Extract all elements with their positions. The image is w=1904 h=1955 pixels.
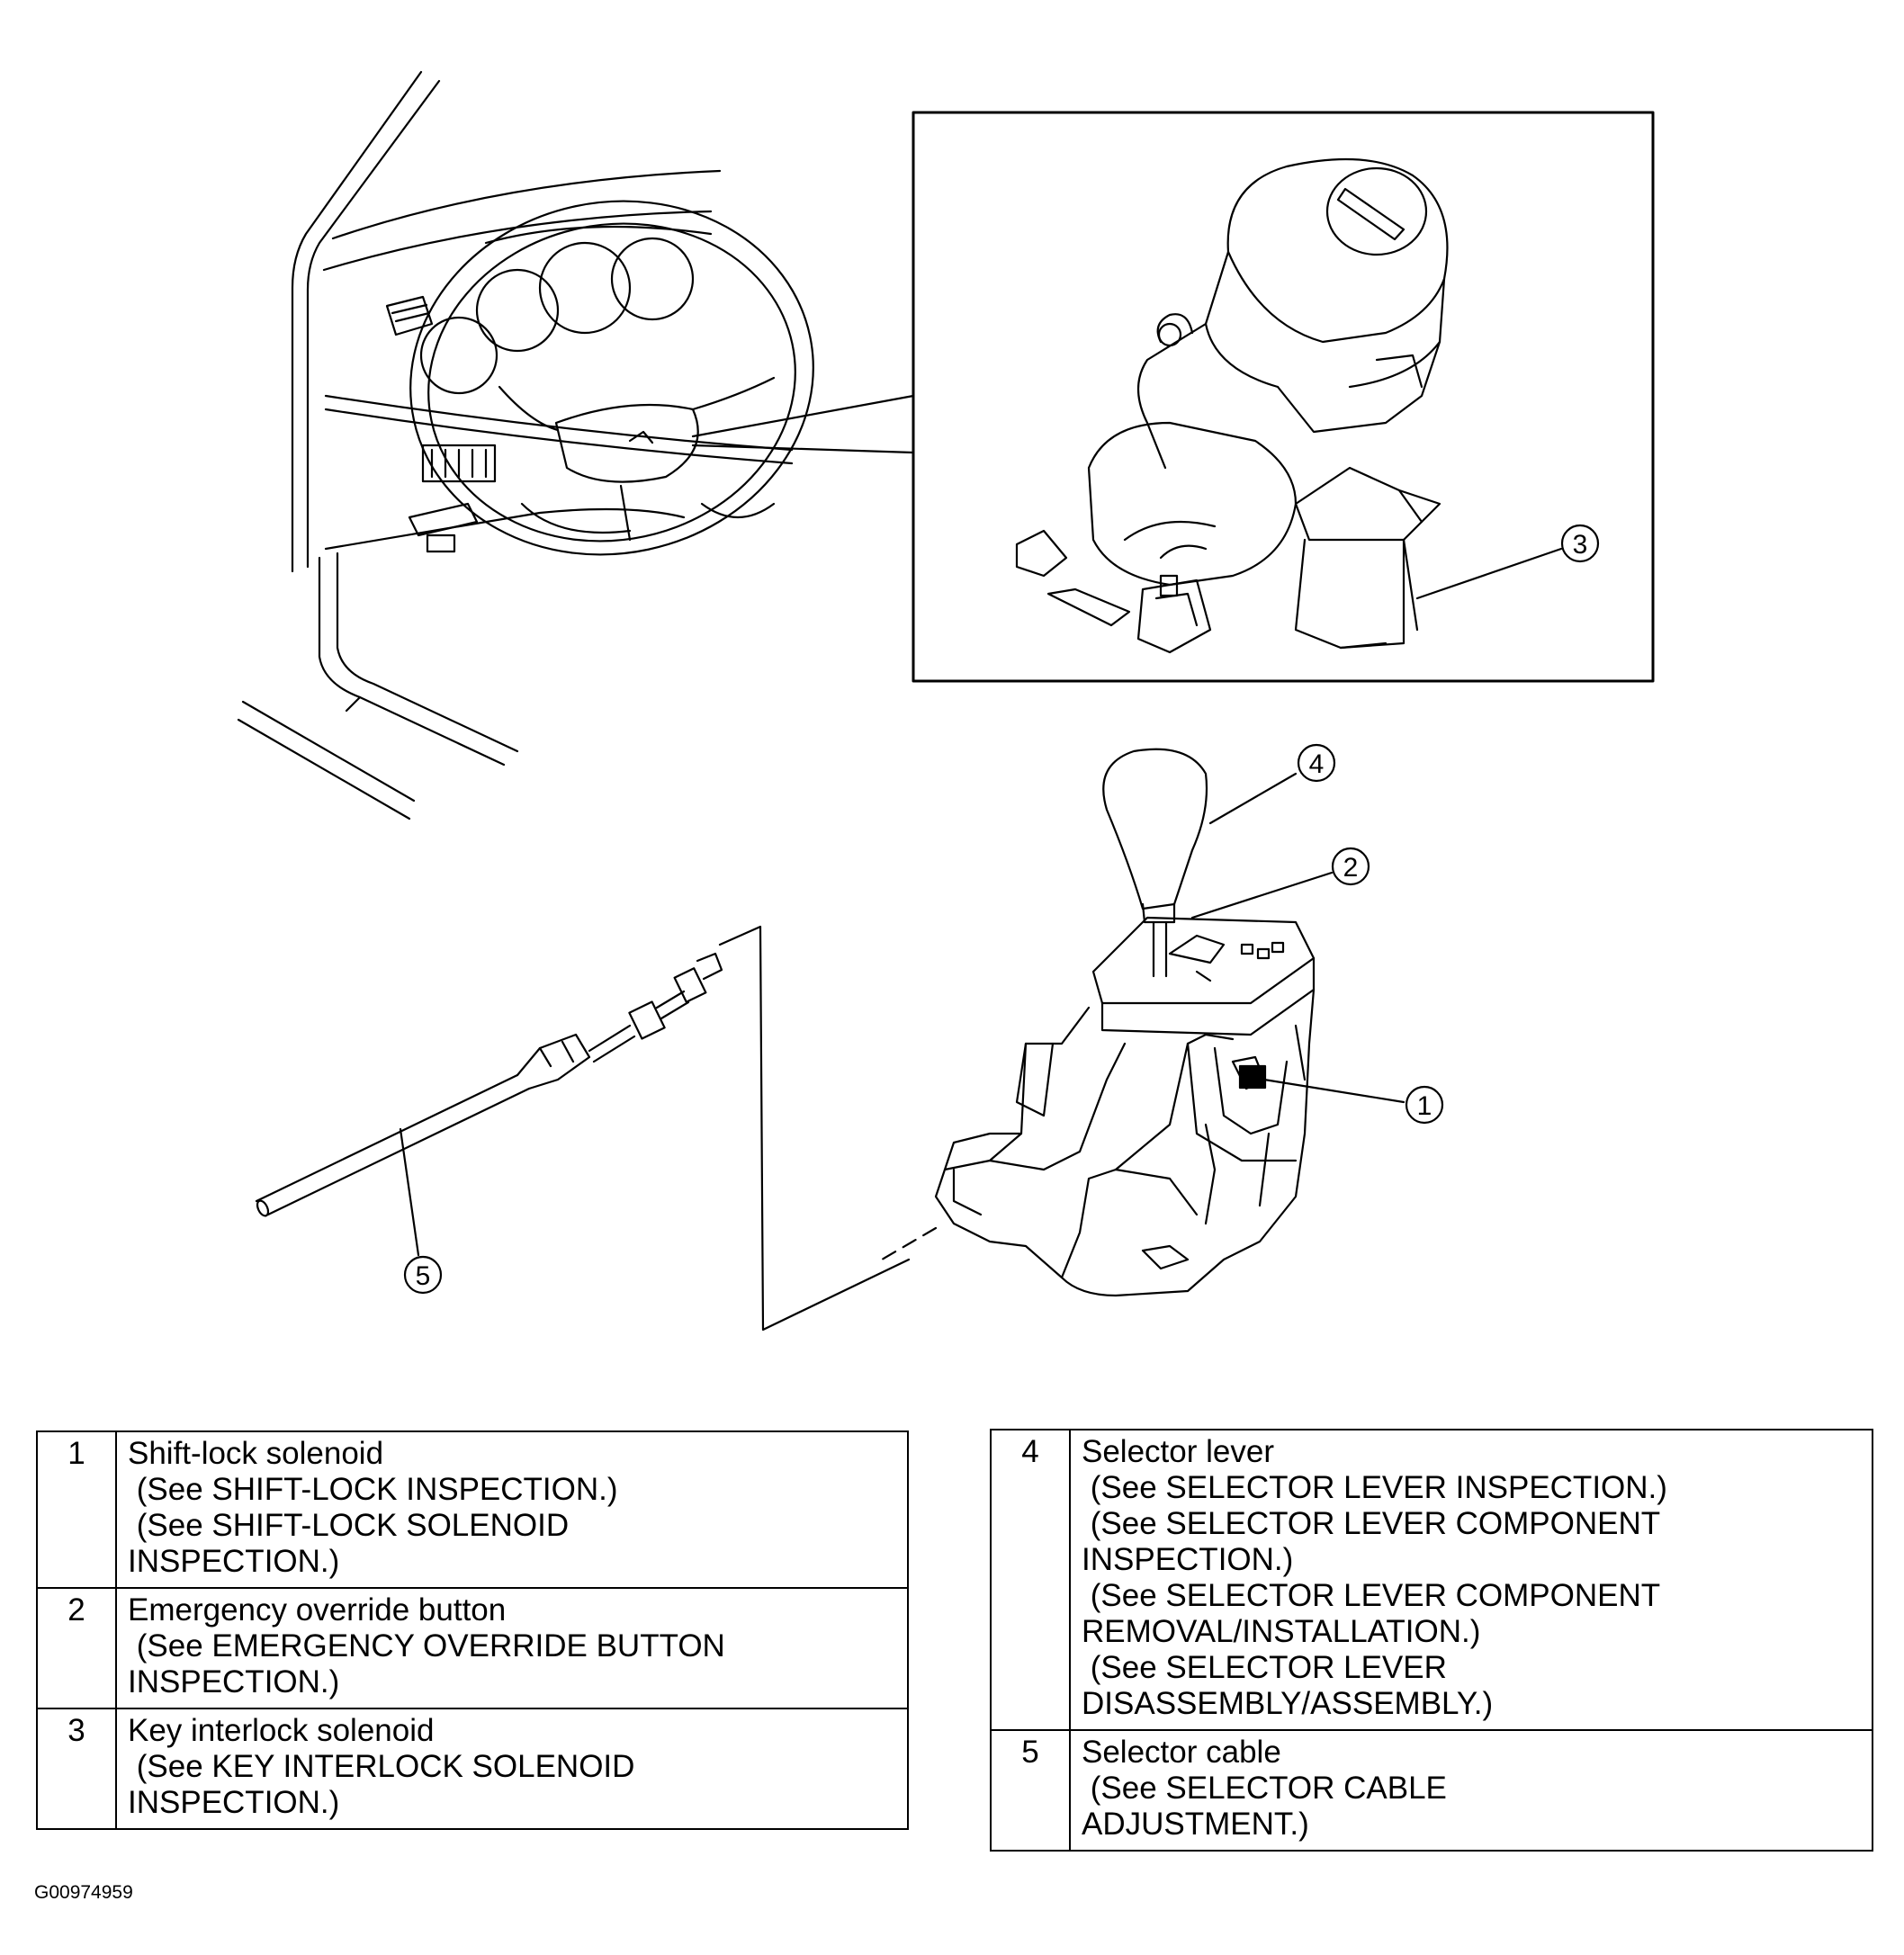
legend-line: Shift-lock solenoid — [128, 1436, 384, 1471]
selector-cable — [255, 952, 723, 1257]
legend-number: 5 — [990, 1729, 1071, 1852]
svg-text:5: 5 — [416, 1261, 431, 1291]
legend-line: DISASSEMBLY/ASSEMBLY.) — [1082, 1686, 1494, 1721]
legend-line: (See SHIFT-LOCK SOLENOID — [128, 1508, 570, 1543]
callout-2: 2 — [1331, 847, 1370, 886]
legend-line: INSPECTION.) — [1082, 1542, 1294, 1577]
legend-number: 4 — [990, 1429, 1071, 1731]
legend-line: Selector cable — [1082, 1735, 1281, 1770]
legend-line: (See EMERGENCY OVERRIDE BUTTON — [128, 1628, 725, 1664]
legend-description: Selector cable (See SELECTOR CABLE ADJUS… — [1069, 1729, 1873, 1852]
callout-5: 5 — [403, 1255, 443, 1295]
legend-line: (See SELECTOR LEVER COMPONENT — [1082, 1578, 1661, 1613]
callout-4: 4 — [1297, 743, 1336, 783]
inset-pointer — [691, 394, 915, 454]
legend-description: Selector lever (See SELECTOR LEVER INSPE… — [1069, 1429, 1873, 1731]
legend-table-right: 4 Selector lever (See SELECTOR LEVER INS… — [990, 1429, 1873, 1852]
connection-bracket — [718, 925, 911, 1332]
svg-text:3: 3 — [1573, 530, 1588, 560]
legend-row: 5 Selector cable (See SELECTOR CABLE ADJ… — [990, 1729, 1873, 1852]
figure-id: G00974959 — [34, 1882, 133, 1903]
legend-line: Key interlock solenoid — [128, 1713, 435, 1748]
steering-lock-inset — [912, 111, 1655, 683]
callout-1: 1 — [1405, 1085, 1444, 1125]
svg-text:4: 4 — [1309, 749, 1325, 779]
legend-line: (See SELECTOR LEVER COMPONENT — [1082, 1506, 1661, 1541]
legend-description: Shift-lock solenoid (See SHIFT-LOCK INSP… — [115, 1430, 909, 1589]
diagram-artwork: 3 4 2 1 5 — [237, 70, 1655, 1332]
legend-line: (See SELECTOR LEVER INSPECTION.) — [1082, 1470, 1667, 1505]
legend-table-left: 1 Shift-lock solenoid (See SHIFT-LOCK IN… — [36, 1430, 909, 1830]
legend-description: Emergency override button (See EMERGENCY… — [115, 1587, 909, 1709]
legend-number: 2 — [36, 1587, 117, 1709]
svg-text:1: 1 — [1417, 1091, 1432, 1121]
legend-line: (See KEY INTERLOCK SOLENOID — [128, 1749, 635, 1784]
legend-row: 3 Key interlock solenoid (See KEY INTERL… — [36, 1708, 909, 1830]
legend-line: INSPECTION.) — [128, 1785, 340, 1820]
legend-line: INSPECTION.) — [128, 1544, 340, 1579]
legend-line: (See SELECTOR LEVER — [1082, 1650, 1447, 1685]
dashboard-view — [237, 70, 814, 821]
legend-description: Key interlock solenoid (See KEY INTERLOC… — [115, 1708, 909, 1830]
legend-line: Selector lever — [1082, 1434, 1274, 1469]
svg-text:2: 2 — [1343, 853, 1359, 883]
legend-line: INSPECTION.) — [128, 1664, 340, 1699]
callout-3: 3 — [1560, 524, 1600, 563]
legend-line: REMOVAL/INSTALLATION.) — [1082, 1614, 1481, 1649]
legend-row: 2 Emergency override button (See EMERGEN… — [36, 1587, 909, 1709]
legend-line: ADJUSTMENT.) — [1082, 1807, 1309, 1842]
legend-line: (See SELECTOR CABLE — [1082, 1771, 1447, 1806]
legend-line: (See SHIFT-LOCK INSPECTION.) — [128, 1472, 618, 1507]
legend-number: 1 — [36, 1430, 117, 1589]
legend-number: 3 — [36, 1708, 117, 1830]
legend-row: 4 Selector lever (See SELECTOR LEVER INS… — [990, 1429, 1873, 1731]
selector-lever-assembly — [880, 748, 1406, 1297]
legend-line: Emergency override button — [128, 1592, 507, 1628]
legend-row: 1 Shift-lock solenoid (See SHIFT-LOCK IN… — [36, 1430, 909, 1589]
